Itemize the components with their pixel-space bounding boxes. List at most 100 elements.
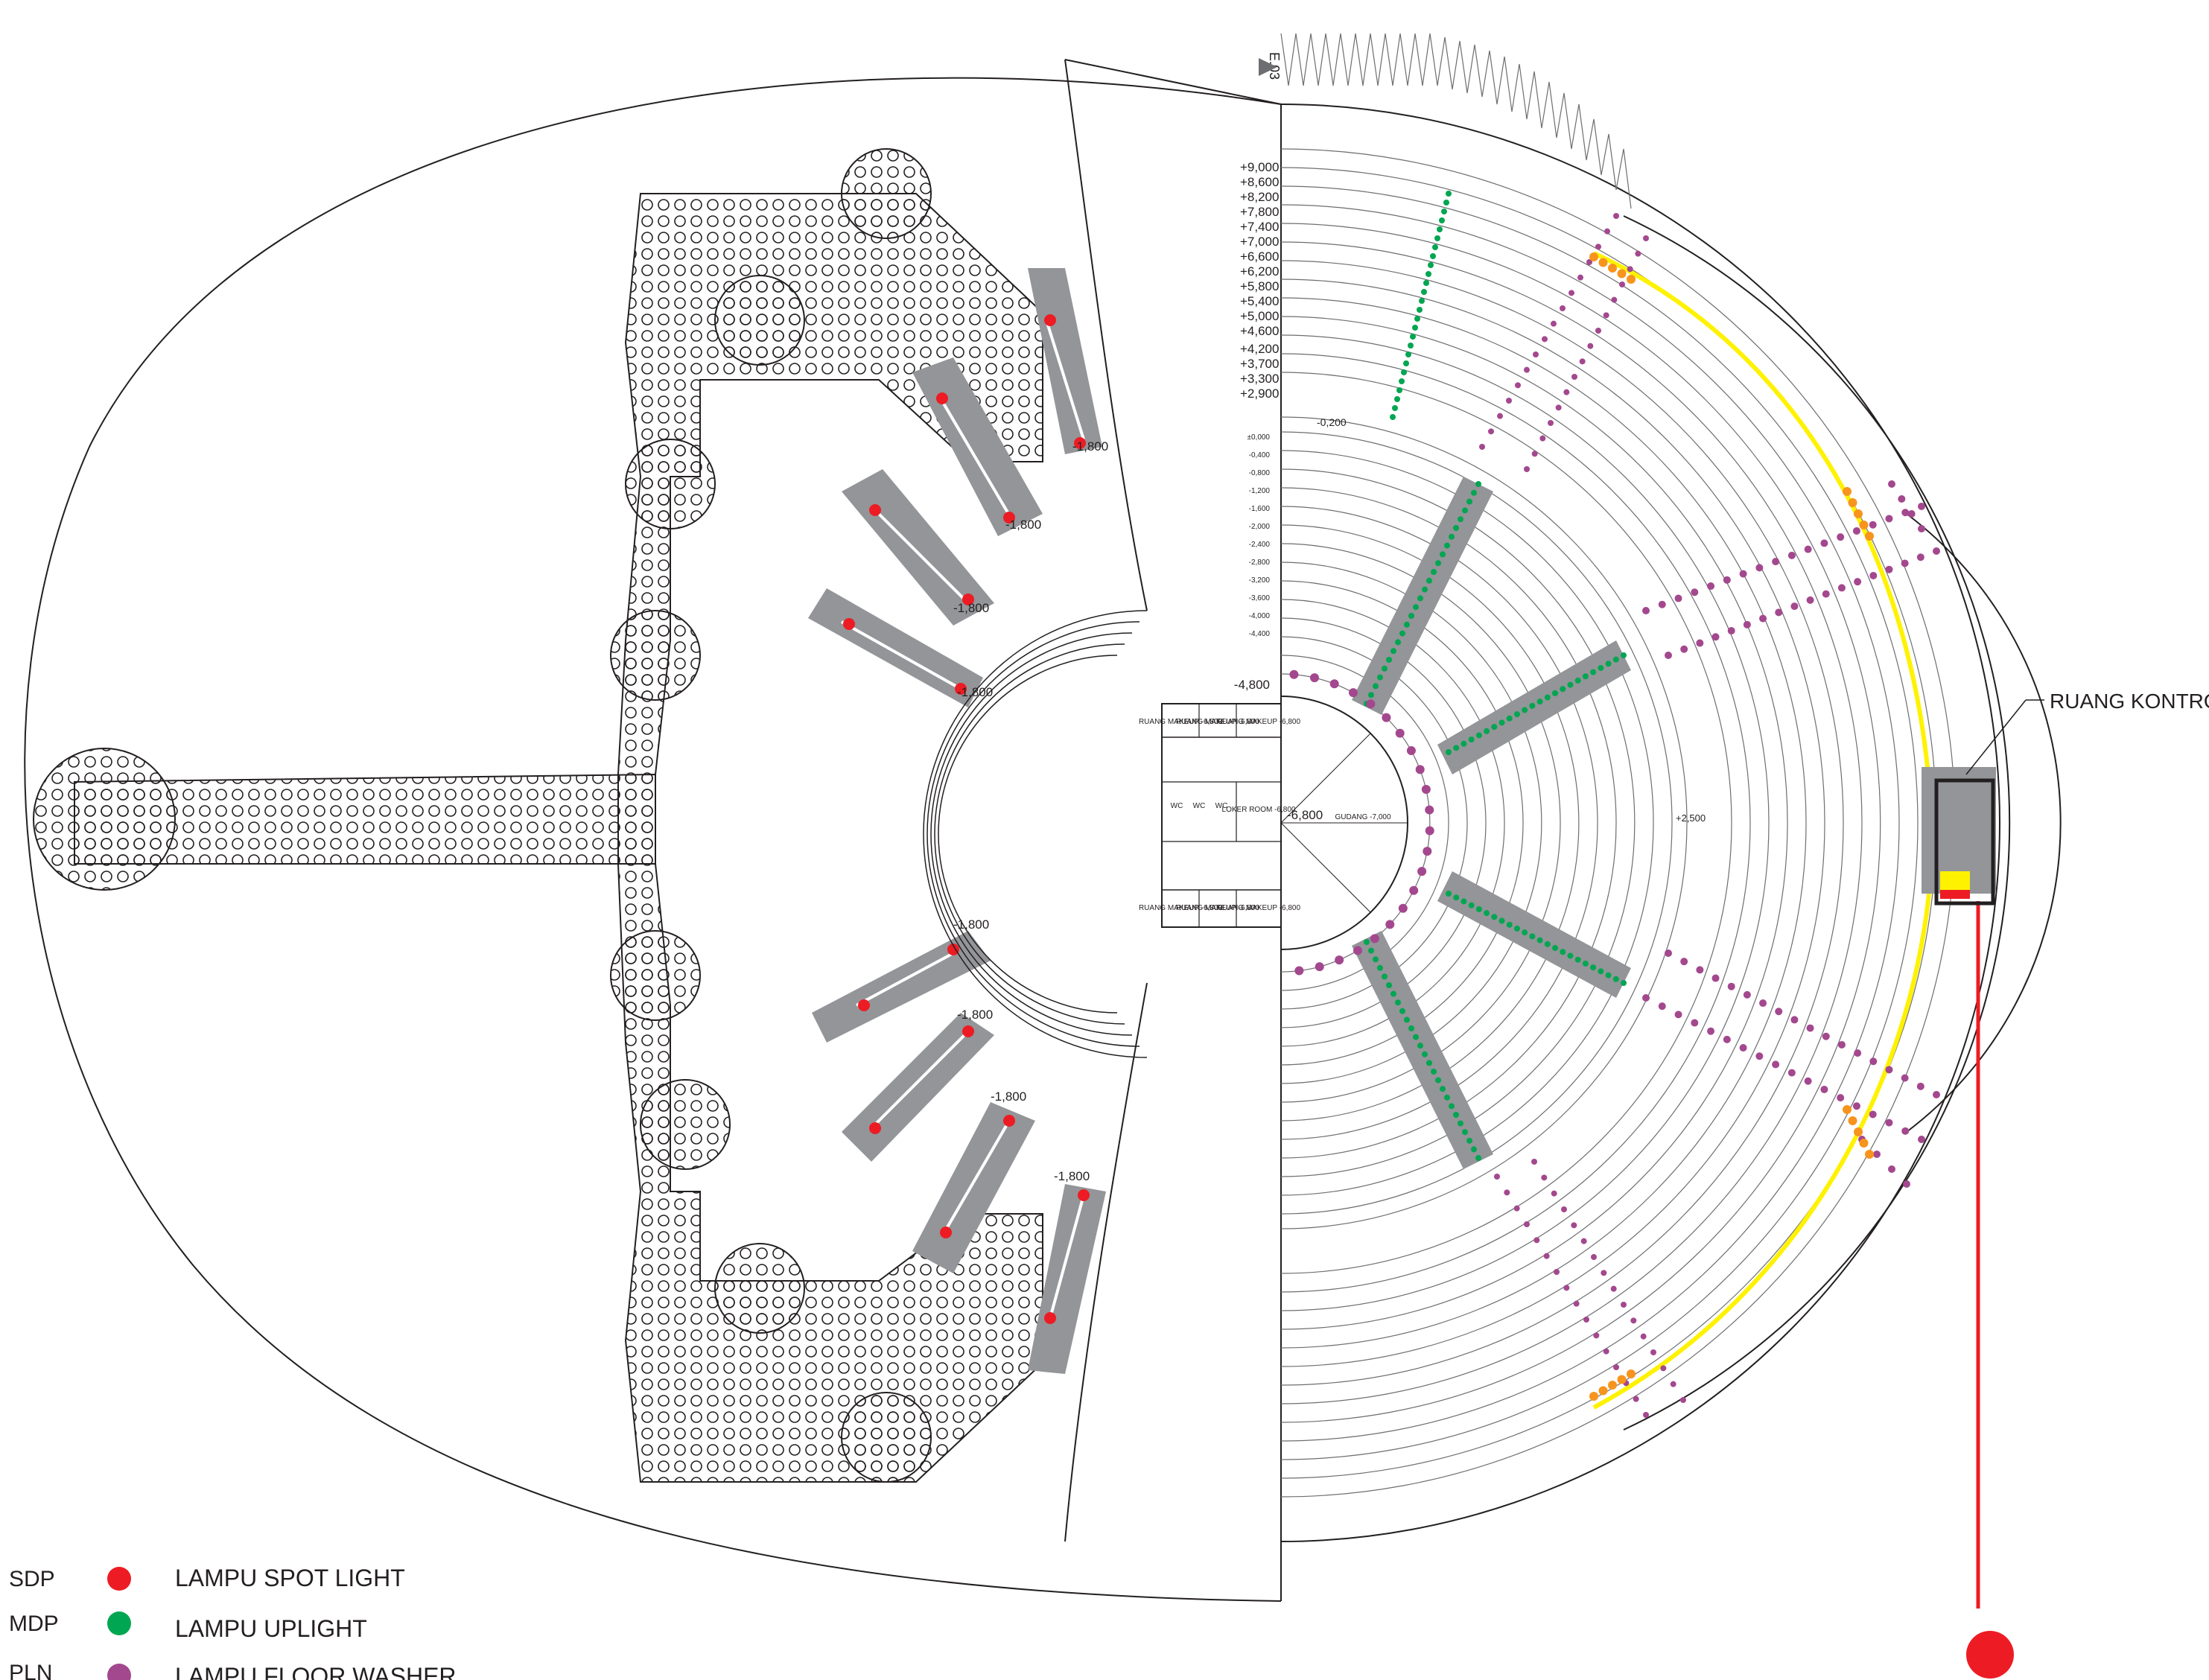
uplight-marker: [1491, 724, 1498, 731]
uplight-marker: [1458, 516, 1463, 523]
ramp-5: -1,800: [812, 917, 991, 1043]
floor-washer-marker: [1918, 503, 1925, 510]
floor-washer-marker: [1790, 602, 1799, 611]
uplight-marker: [1373, 683, 1379, 690]
floor-washer-marker: [1804, 545, 1812, 553]
floor-washer-marker: [1772, 1060, 1780, 1069]
uplight-marker: [1484, 728, 1490, 734]
uplight-marker: [1513, 711, 1520, 718]
orange-light-marker: [1865, 1150, 1874, 1159]
room-wc: WC: [1215, 802, 1228, 810]
floor-washer-marker: [1613, 1364, 1619, 1370]
floor-washer-marker: [1837, 533, 1845, 541]
floor-washer-marker: [1561, 1206, 1567, 1212]
ramp-level: -1,800: [1005, 518, 1041, 532]
room-makeup: RUANG MAKEUP -6,800: [1176, 718, 1260, 726]
uplight-marker: [1437, 226, 1443, 232]
floor-washer-marker: [1918, 1136, 1925, 1143]
uplight-marker: [1444, 542, 1450, 549]
seat-level: +3,300: [1240, 372, 1279, 386]
floor-washer-marker: [1707, 582, 1715, 591]
orange-light-marker: [1843, 487, 1852, 496]
floor-washer-marker: [1873, 1151, 1881, 1158]
floor-washer-marker: [1665, 652, 1672, 659]
ramp-3: -1,800: [842, 469, 994, 626]
uplight-marker: [1430, 253, 1436, 259]
floor-washer-marker: [1382, 713, 1391, 722]
floor-washer-marker: [1901, 509, 1910, 517]
seat-level: +8,600: [1240, 175, 1279, 189]
floor-washer-marker: [1696, 639, 1704, 647]
uplight-marker: [1364, 939, 1370, 945]
floor-washer-marker: [1772, 558, 1780, 566]
pit-level: -2,400: [1249, 541, 1271, 549]
floor-washer-marker: [1406, 746, 1416, 756]
uplight-marker: [1498, 917, 1505, 924]
inner-boundary: [1064, 59, 1148, 1542]
floor-washer-marker: [1674, 1011, 1682, 1019]
uplight-marker: [1423, 280, 1429, 286]
seat-level: +4,600: [1240, 324, 1279, 338]
uplight-marker: [1390, 648, 1396, 655]
floor-washer-marker: [1665, 949, 1672, 957]
uplight-marker: [1462, 507, 1468, 514]
floor-washer-marker: [1315, 962, 1324, 972]
floor-washer-marker: [1551, 320, 1557, 327]
uplight-marker: [1394, 396, 1400, 402]
legend-abbr: MDP: [9, 1611, 59, 1636]
floor-washer-marker: [1398, 903, 1408, 913]
floor-washer-marker: [1591, 1254, 1597, 1260]
floor-washer-marker: [1580, 1238, 1587, 1244]
floor-washer-marker: [1727, 982, 1735, 990]
uplight-marker: [1435, 560, 1441, 567]
spot-light-marker: [947, 944, 959, 955]
floor-washer-marker: [1423, 847, 1432, 856]
floor-washer-marker: [1837, 1040, 1846, 1049]
floor-washer-marker: [1869, 1057, 1878, 1066]
legend: SDP LAMPU SPOT LIGHT MDP LAMPU UPLIGHT P…: [9, 1565, 457, 1680]
spot-light-marker: [869, 504, 881, 516]
seat-level: +3,700: [1240, 357, 1279, 371]
floor-washer-marker: [1916, 553, 1924, 561]
floor-washer-marker: [1595, 244, 1601, 250]
pit-bottom-level: -4,800: [1234, 678, 1270, 692]
uplight-marker: [1410, 334, 1416, 340]
floor-washer-marker: [1680, 958, 1688, 966]
uplight-marker: [1453, 525, 1459, 531]
floor-washer-marker: [1329, 679, 1339, 689]
legend-item-spot: SDP LAMPU SPOT LIGHT: [9, 1565, 405, 1591]
floor-washer-marker: [1837, 584, 1846, 592]
floor-washer-marker: [1294, 966, 1304, 976]
floor-washer-marker: [1711, 633, 1720, 641]
room-makeup: RUANG MAKEUP -6,800: [1139, 904, 1223, 912]
floor-washer-marker: [1707, 1027, 1715, 1035]
floor-washer-marker: [1488, 428, 1494, 435]
floor-washer-marker: [1822, 590, 1830, 598]
floor-washer-marker: [1916, 1082, 1924, 1090]
floor-washer-marker: [1289, 669, 1299, 679]
orange-light-marker: [1848, 498, 1857, 507]
floor-washer-marker: [1555, 404, 1562, 411]
floor-washer-marker: [1743, 990, 1751, 999]
floor-washer-marker: [1643, 235, 1649, 241]
seat-step-level: +2,500: [1676, 812, 1706, 824]
floor-washer-marker: [1696, 966, 1704, 974]
floor-washer-marker: [1680, 1397, 1686, 1403]
uplight-marker: [1471, 1146, 1477, 1153]
uplight-marker: [1377, 674, 1383, 681]
roof-edge: [1064, 59, 1282, 105]
landscape-path: [33, 148, 1043, 1483]
spot-light-marker: [940, 1226, 952, 1238]
uplight-marker: [1435, 1077, 1441, 1084]
floor-washer-marker: [1627, 266, 1633, 273]
floor-washer-marker: [1309, 673, 1319, 683]
floor-washer-marker: [1533, 1237, 1540, 1244]
floor-washer-marker: [1621, 1302, 1627, 1308]
legend-dot-uplight: [107, 1611, 131, 1635]
floor-washer-marker: [1611, 296, 1618, 303]
uplight-marker: [1390, 414, 1396, 420]
floor-washer-marker: [1425, 805, 1434, 815]
uplight-marker: [1567, 681, 1574, 688]
orange-light-marker: [1627, 275, 1636, 284]
floor-washer-marker: [1854, 1049, 1862, 1057]
